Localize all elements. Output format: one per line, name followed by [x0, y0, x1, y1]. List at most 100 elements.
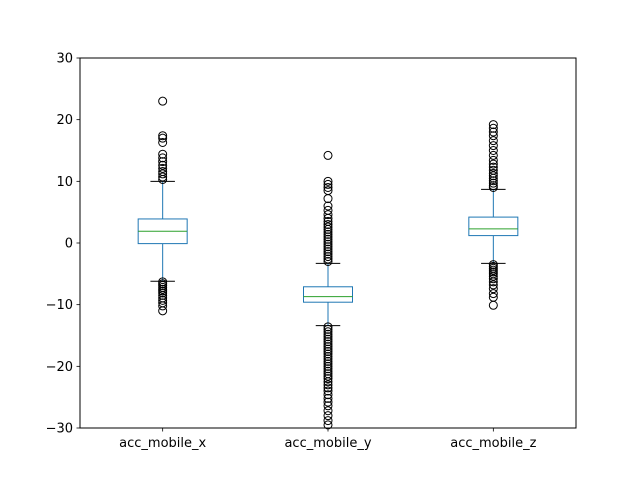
outlier-point — [323, 359, 333, 369]
outlier-point — [323, 371, 333, 381]
outlier-point — [488, 178, 498, 188]
outlier-point — [488, 131, 498, 141]
x-tick-label: acc_mobile_z — [450, 436, 536, 451]
y-tick-label: 20 — [56, 113, 73, 128]
outlier-point — [488, 277, 498, 287]
x-tick-label: acc_mobile_y — [284, 436, 371, 451]
outlier-point — [158, 163, 168, 173]
outlier-point — [323, 186, 333, 196]
outlier-point — [323, 374, 333, 384]
outlier-point — [323, 337, 333, 347]
outlier-point — [158, 169, 168, 179]
outlier-point — [323, 229, 333, 239]
outlier-point — [323, 237, 333, 247]
iqr-box — [303, 286, 353, 303]
outlier-point — [158, 288, 168, 298]
outlier-point — [488, 155, 498, 165]
outlier-point — [323, 322, 333, 332]
outlier-point — [488, 123, 498, 133]
y-tick-label: −10 — [46, 298, 73, 313]
outlier-point — [323, 356, 333, 366]
outlier-point — [488, 300, 498, 310]
outlier-point — [158, 153, 168, 163]
plot-area — [137, 96, 519, 430]
outlier-point — [323, 242, 333, 252]
outlier-point — [323, 361, 333, 371]
outlier-point — [488, 168, 498, 178]
outlier-point — [323, 416, 333, 426]
outlier-point — [158, 160, 168, 170]
outlier-point — [488, 280, 498, 290]
outlier-point — [158, 295, 168, 305]
outlier-point — [323, 397, 333, 407]
outlier-point — [323, 244, 333, 254]
outlier-point — [323, 179, 333, 189]
outlier-point — [323, 327, 333, 337]
outlier-point — [323, 176, 333, 186]
outlier-point — [488, 146, 498, 155]
y-tick-label: 0 — [65, 237, 73, 252]
outlier-point — [488, 136, 498, 146]
outlier-point — [323, 411, 333, 421]
iqr-box — [468, 216, 519, 237]
outlier-point — [323, 393, 333, 403]
outlier-point — [488, 162, 498, 172]
outlier-point — [323, 220, 333, 229]
outlier-point — [323, 364, 333, 374]
outlier-point — [323, 252, 333, 262]
outlier-point — [488, 165, 498, 175]
outlier-point — [488, 150, 498, 160]
outlier-point — [323, 150, 333, 160]
outlier-point — [323, 222, 333, 232]
outlier-point — [158, 137, 168, 147]
y-tick-label: 10 — [56, 175, 73, 190]
outlier-point — [323, 349, 333, 359]
outlier-point — [158, 157, 168, 167]
outlier-point — [323, 386, 333, 396]
x-tick-label: acc_mobile_x — [119, 436, 206, 451]
outlier-point — [158, 133, 168, 143]
box-group-acc_mobile_z — [468, 120, 519, 310]
outlier-point — [323, 354, 333, 364]
outlier-point — [488, 176, 498, 186]
outlier-point — [158, 96, 168, 106]
outlier-point — [323, 347, 333, 357]
outlier-point — [488, 181, 498, 191]
outlier-point — [323, 216, 333, 226]
outlier-point — [158, 166, 168, 176]
outlier-point — [488, 284, 498, 294]
outlier-point — [323, 234, 333, 244]
x-axis: acc_mobile_x acc_mobile_y acc_mobile_z — [119, 428, 537, 451]
outlier-point — [323, 249, 333, 259]
outlier-point — [323, 366, 333, 376]
outlier-point — [323, 342, 333, 352]
outlier-point — [323, 377, 333, 387]
outlier-point — [323, 257, 333, 266]
outlier-point — [323, 194, 333, 204]
outlier-point — [323, 324, 333, 334]
outlier-point — [158, 290, 168, 300]
outlier-point — [323, 344, 333, 354]
y-tick-label: 30 — [56, 52, 73, 67]
y-tick-label: −30 — [46, 422, 73, 437]
outlier-point — [488, 271, 498, 281]
outlier-point — [488, 289, 498, 299]
box-group-acc_mobile_x — [137, 96, 188, 316]
outlier-point — [488, 159, 498, 169]
outlier-point — [158, 172, 168, 182]
outlier-point — [158, 301, 168, 311]
outlier-point — [323, 227, 333, 237]
outlier-point — [488, 141, 498, 151]
outlier-point — [323, 183, 333, 192]
outlier-point — [488, 120, 498, 130]
outlier-point — [323, 210, 333, 220]
outlier-point — [158, 149, 168, 159]
outlier-point — [323, 201, 333, 211]
outlier-point — [323, 406, 333, 416]
outlier-point — [488, 127, 498, 137]
outlier-point — [323, 329, 333, 339]
outlier-point — [323, 332, 333, 342]
outlier-point — [323, 339, 333, 349]
